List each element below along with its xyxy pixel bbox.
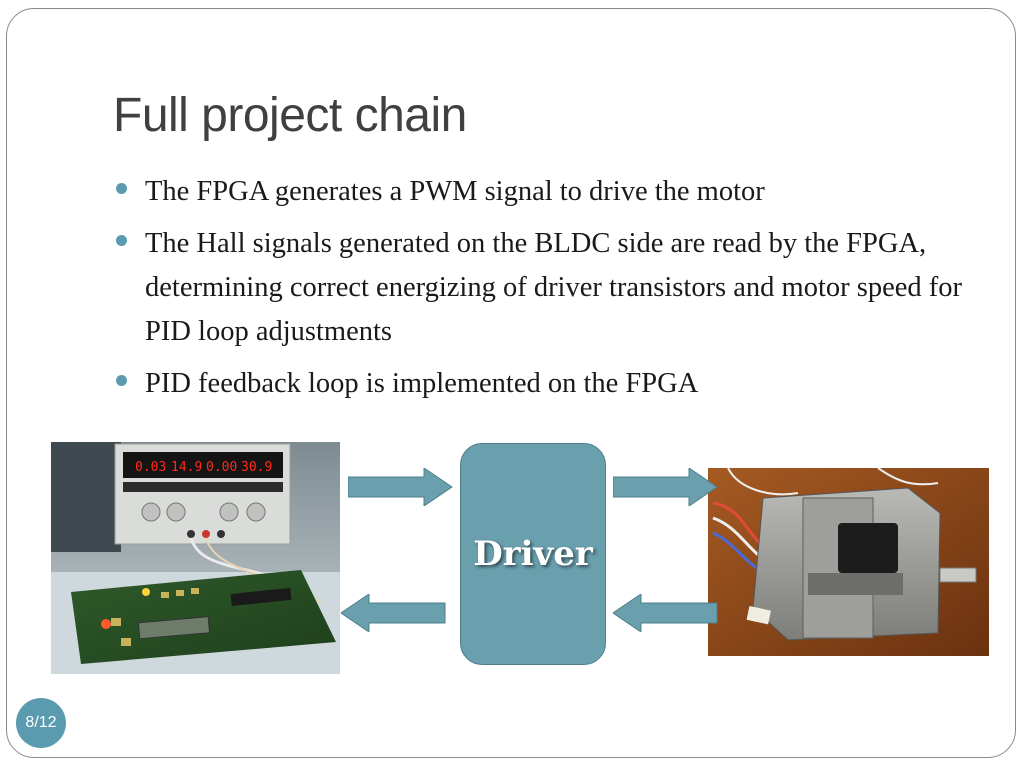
readout-text: 14.9 (171, 460, 202, 475)
driver-block: Driver (460, 443, 606, 665)
arrow-right-top-right (613, 468, 718, 506)
slide-title: Full project chain (113, 89, 467, 142)
bullet-dot-icon (116, 375, 127, 386)
readout-text: 0.03 (135, 460, 166, 475)
fpga-board-illustration: 0.03 14.9 0.00 30.9 (51, 442, 340, 674)
bullet-dot-icon (116, 183, 127, 194)
arrow-right-top-left (348, 468, 453, 506)
power-supply-readouts: 0.03 14.9 0.00 30.9 (135, 460, 272, 475)
bullet-text: The FPGA generates a PWM signal to drive… (145, 176, 765, 207)
readout-text: 0.00 (206, 460, 237, 475)
fpga-board-photo: 0.03 14.9 0.00 30.9 (51, 442, 340, 674)
page-number: 8/12 (25, 714, 57, 731)
bullet-item: The FPGA generates a PWM signal to drive… (116, 170, 966, 214)
readout-text: 30.9 (241, 460, 272, 475)
bullet-list: The FPGA generates a PWM signal to drive… (116, 170, 966, 414)
motor-photo (708, 468, 989, 656)
bullet-dot-icon (116, 235, 127, 246)
driver-label: Driver (473, 534, 593, 574)
bullet-item: The Hall signals generated on the BLDC s… (116, 222, 966, 354)
page-number-badge: 8/12 (16, 698, 66, 748)
bldc-motor-illustration (708, 468, 989, 656)
bullet-text: PID feedback loop is implemented on the … (145, 368, 699, 399)
bullet-item: PID feedback loop is implemented on the … (116, 362, 966, 406)
arrow-left-bottom-left (341, 594, 446, 632)
arrow-left-bottom-right (613, 594, 718, 632)
bullet-text: The Hall signals generated on the BLDC s… (145, 228, 962, 347)
